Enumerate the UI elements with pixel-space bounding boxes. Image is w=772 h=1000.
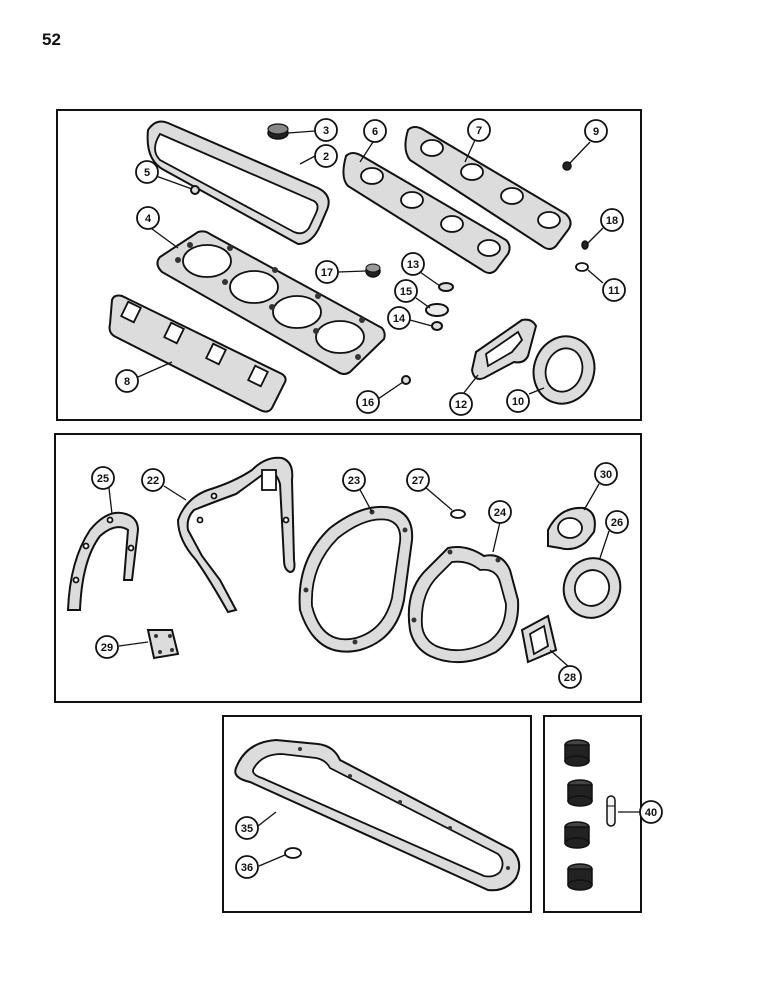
oil-pan-gasket [234,738,521,892]
callout-22: 22 [141,468,165,492]
svg-text:13: 13 [407,259,419,271]
svg-text:11: 11 [608,285,620,297]
guide-pin [606,795,616,827]
svg-text:29: 29 [101,642,113,654]
svg-text:7: 7 [476,125,482,137]
svg-text:30: 30 [600,469,612,481]
round-gasket-26 [562,557,622,619]
upper-gasket-panel [56,109,642,421]
callout-30: 30 [594,462,618,486]
valve-stem-seal [567,779,593,807]
svg-text:10: 10 [512,396,524,408]
svg-text:17: 17 [321,267,333,279]
svg-text:9: 9 [593,126,599,138]
callout-29: 29 [95,635,119,659]
callout-18: 18 [600,208,624,232]
svg-text:18: 18 [606,215,618,227]
callout-8: 8 [115,369,139,393]
svg-text:3: 3 [323,125,329,137]
valve-stem-seal [564,739,590,767]
callout-25: 25 [91,466,115,490]
plate-gasket-28 [520,614,558,664]
callout-11: 11 [602,278,626,302]
svg-text:36: 36 [241,862,253,874]
callout-24: 24 [488,500,512,524]
svg-text:27: 27 [412,475,424,487]
exhaust-manifold-gasket-7 [404,126,572,250]
flange-gasket-10 [532,335,596,405]
svg-text:5: 5 [144,167,150,179]
callout-10: 10 [506,389,530,413]
cylinder-head-gasket [156,230,386,375]
leader-lines [108,130,640,867]
callout-6: 6 [363,119,387,143]
callout-9: 9 [584,119,608,143]
callout-2: 2 [314,144,338,168]
callout-35: 35 [235,816,259,840]
small-seal-9 [562,161,572,171]
front-plate-gasket-22 [176,456,296,614]
svg-text:4: 4 [145,213,152,225]
washer-14 [431,321,443,331]
callout-3: 3 [314,118,338,142]
svg-text:28: 28 [564,672,576,684]
svg-text:25: 25 [97,473,109,485]
washer-36 [284,847,302,859]
lower-gasket-panel [54,433,642,703]
svg-text:14: 14 [393,313,406,325]
timing-cover-gasket-23 [298,505,414,653]
callout-17: 17 [315,260,339,284]
valve-stem-seal [567,863,593,891]
o-ring-27 [450,509,466,519]
washer-16 [401,375,411,385]
svg-text:26: 26 [611,517,623,529]
svg-text:23: 23 [348,475,360,487]
svg-text:24: 24 [494,507,507,519]
callout-13: 13 [401,252,425,276]
svg-text:12: 12 [455,399,467,411]
callout-5: 5 [135,160,159,184]
callout-27: 27 [406,468,430,492]
thermostat-housing-gasket [470,318,538,380]
callout-4: 4 [136,206,160,230]
exhaust-manifold-gasket-6 [342,152,511,274]
o-ring-11 [575,262,589,272]
callout-28: 28 [558,665,582,689]
svg-text:15: 15 [400,286,412,298]
callout-16: 16 [356,390,380,414]
washer-13 [438,282,454,292]
oil-pan-gasket-panel [222,715,532,913]
callout-12: 12 [449,392,473,416]
svg-text:35: 35 [241,823,253,835]
bushing-17 [365,263,381,278]
svg-text:16: 16 [362,397,374,409]
svg-text:6: 6 [372,126,378,138]
callout-26: 26 [605,510,629,534]
intake-manifold-gasket [108,294,287,413]
svg-text:40: 40 [645,807,657,819]
rocker-cover-gasket [146,120,330,246]
callout-15: 15 [394,279,418,303]
callout-36: 36 [235,855,259,879]
grommet-part [267,123,289,140]
svg-text:2: 2 [323,151,329,163]
callout-14: 14 [387,306,411,330]
svg-text:22: 22 [147,475,159,487]
svg-text:8: 8 [124,376,130,388]
small-seal-18 [581,240,589,250]
callout-23: 23 [342,468,366,492]
square-gasket-29 [146,629,180,660]
timing-cover-gasket-25 [66,511,140,611]
washer-15 [425,303,449,317]
callout-40: 40 [639,800,663,824]
flange-gasket-30 [547,506,596,551]
valve-stem-seal [564,821,590,849]
small-washer-5 [190,185,200,195]
callout-7: 7 [467,118,491,142]
water-pump-gasket [407,546,520,664]
page-number: 52 [42,30,61,49]
